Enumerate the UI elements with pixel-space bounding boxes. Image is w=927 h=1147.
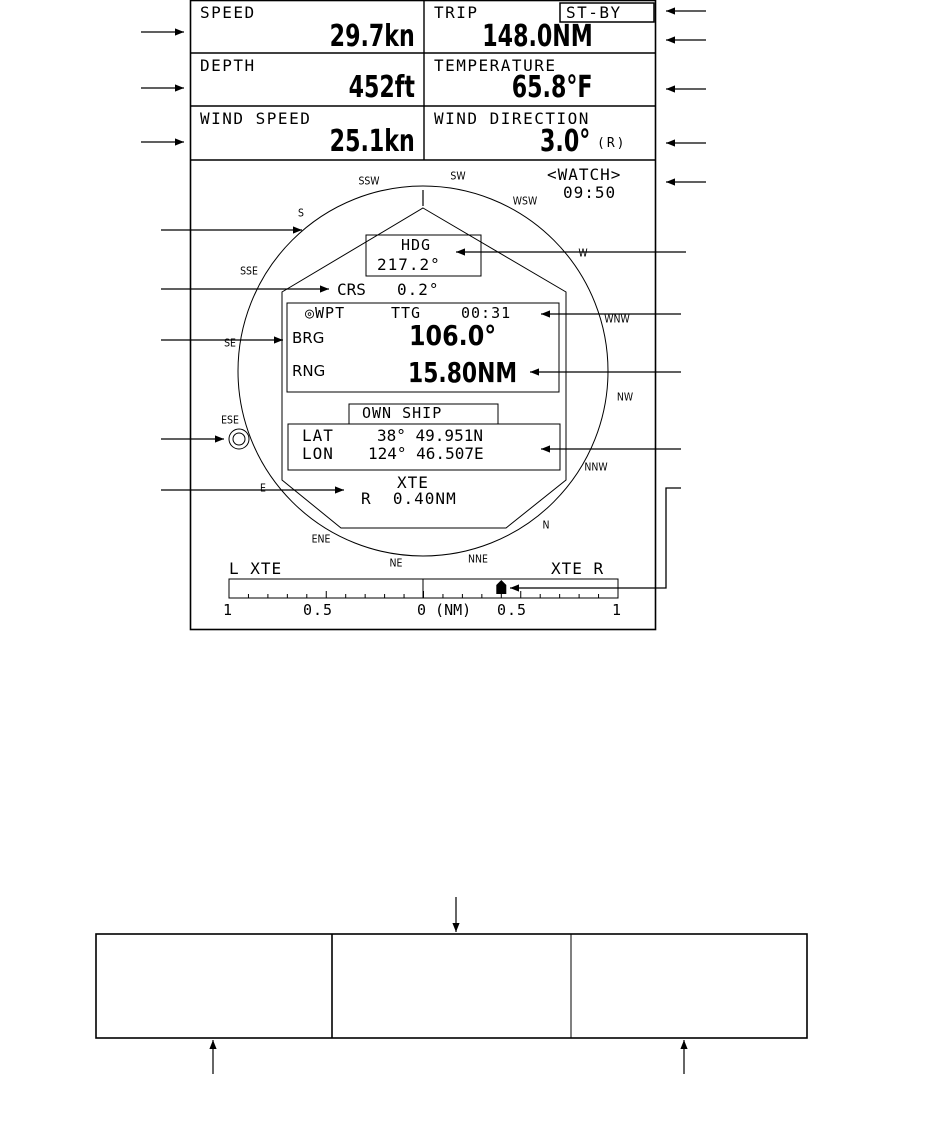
- speed-value: 29.7kn: [329, 19, 415, 54]
- lat-value: 38° 49.951N: [377, 426, 483, 445]
- compass-point: SE: [224, 336, 236, 350]
- compass-point: SW: [450, 169, 466, 183]
- compass-point: SSW: [358, 174, 380, 188]
- crs-label: CRS: [337, 280, 366, 299]
- own-ship-label: OWN SHIP: [362, 404, 443, 422]
- ship-outline: [281, 207, 567, 529]
- lon-value: 124° 46.507E: [368, 444, 484, 463]
- compass-point: SSE: [240, 264, 258, 278]
- ttg-label: TTG: [391, 304, 422, 322]
- compass-point: WNW: [604, 312, 630, 326]
- xte-scale-tick: 0.5: [303, 601, 334, 619]
- compass-point: E: [260, 481, 266, 495]
- ese-waypoint-icon: [228, 428, 250, 450]
- xte-scale-tick: 1: [223, 601, 233, 619]
- rng-label: RNG: [292, 362, 326, 380]
- wind-speed-label: WIND SPEED: [200, 109, 312, 128]
- watch-label: <WATCH>: [547, 165, 622, 184]
- lon-label: LON: [302, 444, 334, 463]
- temperature-label: TEMPERATURE: [434, 56, 557, 75]
- hdg-label: HDG: [401, 236, 432, 254]
- xte-bar-right-label: XTE R: [551, 559, 605, 578]
- compass-point: WSW: [512, 194, 538, 208]
- brg-value: 106.0°: [409, 319, 497, 352]
- compass-point: NW: [616, 390, 634, 404]
- wind-direction-value: 3.0°: [539, 124, 590, 159]
- wind-direction-label: WIND DIRECTION: [434, 109, 590, 128]
- xte-value: R 0.40NM: [361, 489, 457, 508]
- trip-value: 148.0NM: [482, 19, 593, 54]
- wpt-label: ◎WPT: [305, 304, 346, 322]
- crs-value: 0.2°: [397, 280, 440, 299]
- temperature-value: 65.8°F: [512, 70, 593, 105]
- depth-label: DEPTH: [200, 56, 256, 75]
- xte-ticks: [228, 591, 619, 598]
- status-text: ST-BY: [566, 3, 622, 22]
- compass-point: W: [578, 246, 588, 260]
- hdg-value: 217.2°: [377, 255, 441, 274]
- trip-label: TRIP: [434, 3, 479, 22]
- xte-scale-tick: 0 (NM): [417, 601, 472, 619]
- screen-frame: [189, 0, 657, 631]
- depth-value: 452ft: [348, 70, 415, 105]
- wind-speed-value: 25.1kn: [329, 124, 415, 159]
- own-ship-box: [287, 423, 561, 471]
- lower-block: [95, 933, 808, 1039]
- brg-label: BRG: [292, 329, 325, 347]
- compass-point: S: [298, 206, 304, 220]
- compass-point: ESE: [221, 413, 239, 427]
- xte-bar-left-label: L XTE: [229, 559, 283, 578]
- xte-scale-tick: 0.5: [497, 601, 528, 619]
- speed-label: SPEED: [200, 3, 256, 22]
- hdg-box: [365, 234, 482, 277]
- ttg-value: 00:31: [461, 304, 512, 322]
- wpt-box: [286, 302, 560, 393]
- compass-point: N: [542, 518, 550, 532]
- xte-position-marker: [496, 580, 507, 594]
- compass-ring: [237, 185, 609, 557]
- wind-direction-relative: (R): [597, 136, 627, 151]
- xte-scale-tick: 1: [612, 601, 622, 619]
- lat-label: LAT: [302, 426, 334, 445]
- compass-point: NNW: [584, 460, 608, 474]
- compass-point: ENE: [311, 532, 331, 546]
- compass-point: NE: [389, 556, 403, 570]
- status-box: [559, 2, 655, 23]
- watch-time: 09:50: [563, 183, 617, 202]
- compass-point: NNE: [468, 552, 488, 566]
- xte-label: XTE: [397, 473, 429, 492]
- rng-value: 15.80NM: [408, 356, 518, 389]
